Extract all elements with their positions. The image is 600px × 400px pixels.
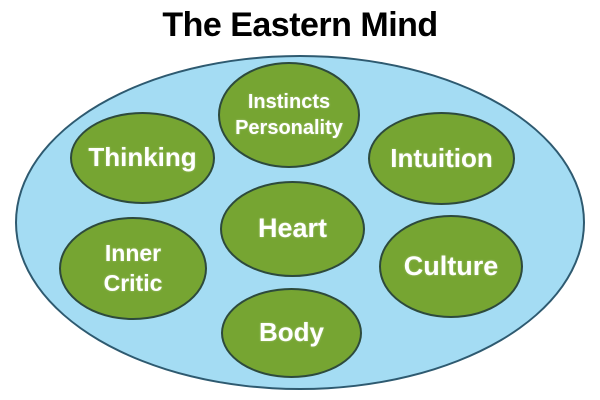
bubble-thinking: Thinking xyxy=(70,112,215,204)
bubble-body: Body xyxy=(221,288,362,378)
bubble-intuition-label: Intuition xyxy=(390,142,493,173)
bubble-heart-label: Heart xyxy=(257,213,328,244)
bubble-intuition: Intuition xyxy=(368,112,515,205)
bubble-inner-critic-label: Inner Critic xyxy=(103,239,163,296)
bubble-thinking-label: Thinking xyxy=(88,142,197,173)
bubble-instincts-personality-label: Instincts Personality xyxy=(235,91,343,139)
bubble-instincts-personality: Instincts Personality xyxy=(218,62,360,168)
bubble-inner-critic: Inner Critic xyxy=(59,217,207,320)
bubble-heart: Heart xyxy=(220,181,365,277)
bubble-culture: Culture xyxy=(379,215,523,318)
diagram-title: The Eastern Mind xyxy=(162,6,438,44)
bubble-culture-label: Culture xyxy=(403,250,499,281)
bubble-body-label: Body xyxy=(259,317,324,348)
